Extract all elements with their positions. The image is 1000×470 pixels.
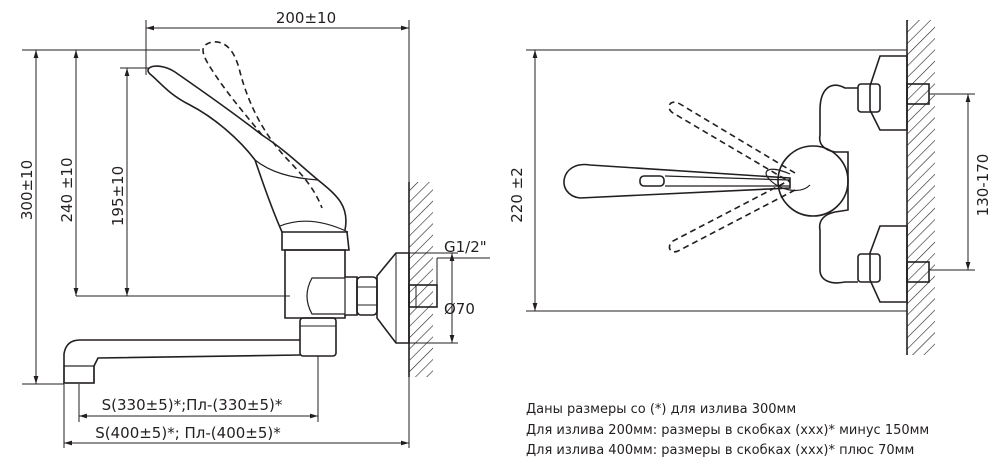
right-wall-hatch bbox=[907, 20, 935, 355]
dim-width-top: 200±10 bbox=[276, 9, 336, 27]
dim-spout-400: S(400±5)*; Пл-(400±5)* bbox=[95, 424, 281, 442]
dim-height-total: 300±10 bbox=[18, 160, 36, 220]
dim-thread: G1/2" bbox=[444, 238, 487, 256]
handle-dashed bbox=[202, 41, 323, 209]
side-view-dimensions bbox=[22, 20, 490, 448]
front-body bbox=[818, 84, 858, 284]
note-line-3: Для излива 400мм: размеры в скобках (ххх… bbox=[526, 443, 915, 458]
cartridge-circle bbox=[777, 145, 849, 217]
dim-height-195: 195±10 bbox=[109, 166, 127, 226]
handle-solid bbox=[147, 65, 347, 233]
front-view-dimensions bbox=[526, 49, 975, 312]
spout-connector bbox=[299, 317, 337, 357]
side-view bbox=[63, 41, 438, 384]
dim-height-220: 220 ±2 bbox=[508, 167, 526, 223]
lever-alt-up bbox=[668, 101, 796, 183]
bottom-rosette bbox=[869, 225, 908, 303]
note-line-2: Для излива 200мм: размеры в скобках (ххх… bbox=[526, 423, 930, 438]
dim-height-240: 240 ±10 bbox=[58, 157, 76, 222]
thread-stub bbox=[408, 284, 438, 308]
dim-spout-330: S(330±5)*;Пл-(330±5)* bbox=[102, 396, 283, 414]
lever-front bbox=[563, 163, 791, 199]
note-line-1: Даны размеры со (*) для излива 300мм bbox=[526, 402, 797, 417]
top-rosette bbox=[869, 55, 908, 131]
rosette bbox=[376, 252, 410, 344]
left-wall-hatch bbox=[409, 182, 433, 377]
cartridge-cap bbox=[281, 231, 350, 251]
front-view bbox=[563, 20, 935, 355]
spout bbox=[63, 339, 301, 384]
lever-alt-down bbox=[668, 179, 796, 253]
dim-spacing: 130-170 bbox=[974, 154, 992, 217]
nut bbox=[356, 276, 378, 316]
dim-diameter: Ø70 bbox=[444, 300, 475, 318]
mixer-body bbox=[284, 249, 358, 319]
